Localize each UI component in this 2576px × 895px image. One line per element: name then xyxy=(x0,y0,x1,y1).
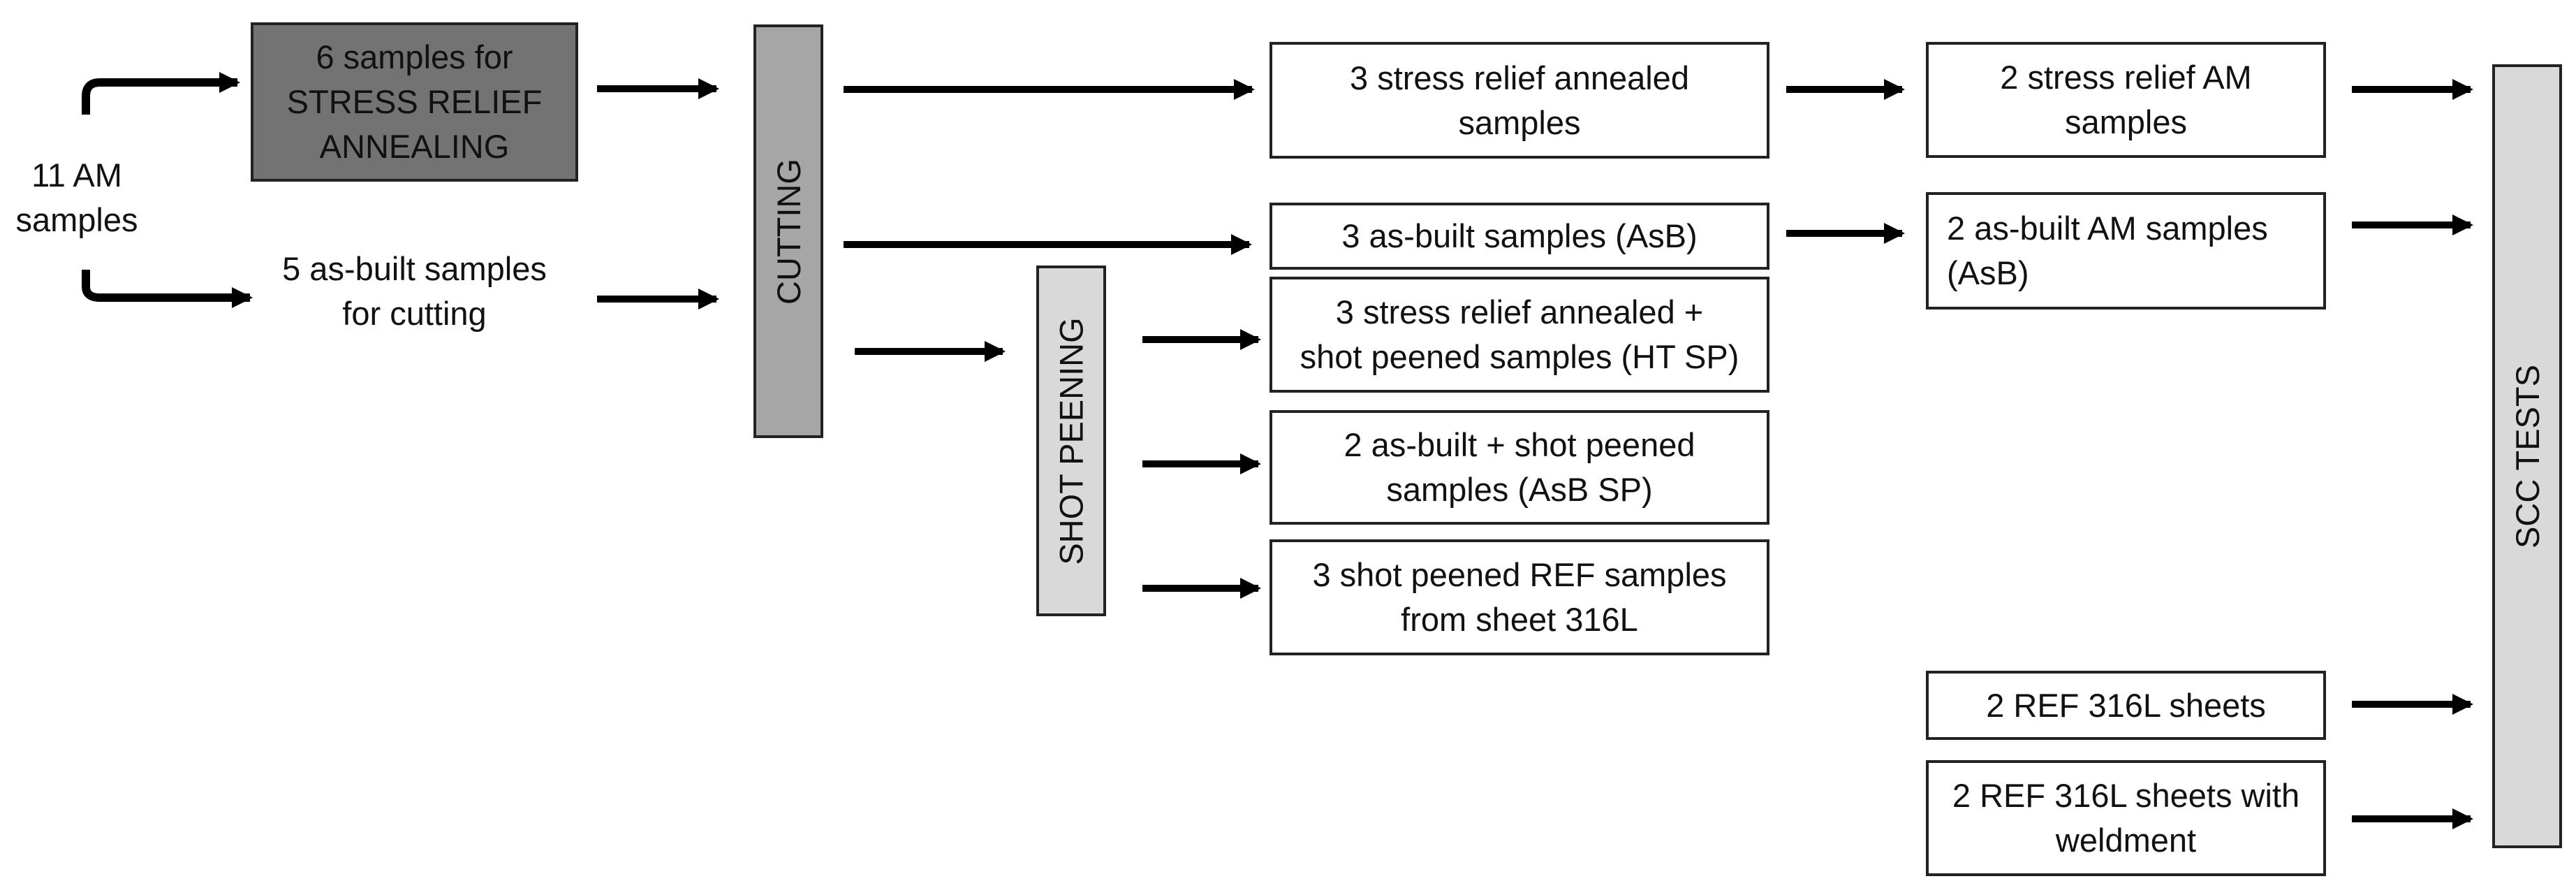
shot-peening-bar: SHOT PEENING xyxy=(1036,265,1106,616)
shot-peening-label: SHOT PEENING xyxy=(1052,316,1090,565)
stress-relief-annealed-box: 3 stress relief annealed samples xyxy=(1269,42,1769,159)
ref-shot-peened-box: 3 shot peened REF samples from sheet 316… xyxy=(1269,539,1769,655)
arrow-start-to-as-built xyxy=(82,270,253,308)
arrow-start-to-annealing xyxy=(82,72,240,115)
ref-316l-weldment-box: 2 REF 316L sheets with weldment xyxy=(1926,760,2326,876)
as-built-cutting-label: 5 as-built samples for cutting xyxy=(282,250,547,332)
ht-sp-box: 3 stress relief annealed + shot peened s… xyxy=(1269,277,1769,393)
as-built-am-box: 2 as-built AM samples (AsB) xyxy=(1926,192,2326,310)
cutting-label: CUTTING xyxy=(770,158,807,305)
scc-tests-bar: SCC TESTS xyxy=(2492,64,2562,848)
as-built-samples-box: 3 as-built samples (AsB) xyxy=(1269,203,1769,270)
am-samples-label: 11 AM samples xyxy=(15,157,138,238)
scc-tests-label: SCC TESTS xyxy=(2508,364,2546,548)
cutting-bar: CUTTING xyxy=(753,24,823,438)
stress-relief-annealing-box: 6 samples for STRESS RELIEF ANNEALING xyxy=(251,22,578,182)
asb-sp-box: 2 as-built + shot peened samples (AsB SP… xyxy=(1269,410,1769,525)
ref-316l-sheets-box: 2 REF 316L sheets xyxy=(1926,671,2326,740)
stress-relief-am-box: 2 stress relief AM samples xyxy=(1926,42,2326,158)
